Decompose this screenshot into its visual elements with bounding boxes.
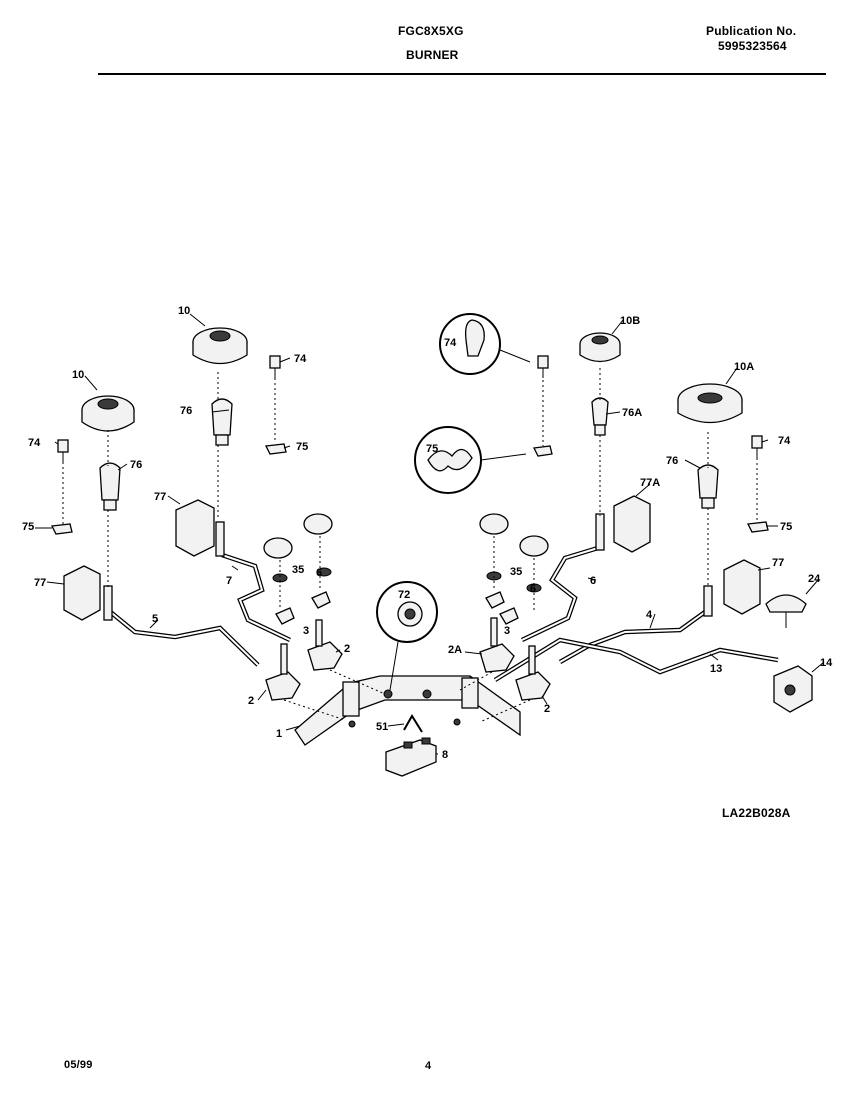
- callout-24: 24: [808, 573, 821, 585]
- callout-2-left-lower: 2: [248, 695, 254, 707]
- assembly-lines: [62, 368, 758, 723]
- callout-75-right: 75: [780, 521, 792, 533]
- detail-circle-74: [439, 313, 531, 375]
- callout-74-detail: 74: [444, 337, 457, 349]
- bracket-77-right: [703, 559, 761, 617]
- electrode-74-center: [537, 355, 549, 378]
- callout-72: 72: [398, 589, 410, 601]
- callout-1: 1: [276, 728, 282, 740]
- knob-3-left: [275, 591, 331, 625]
- callout-6-right-shutter: 6: [530, 583, 536, 595]
- section-title: BURNER: [406, 48, 459, 62]
- callout-6-left-shutter: 6: [316, 567, 322, 579]
- burner-head-10b: [579, 332, 621, 363]
- callout-5: 5: [152, 613, 158, 625]
- callout-35-right: 35: [510, 566, 522, 578]
- valve-2-left-lower: [265, 643, 301, 701]
- callout-35-left: 35: [292, 564, 304, 576]
- union-connector-24: [765, 594, 807, 628]
- callout-51: 51: [376, 721, 388, 733]
- burner-head-10-left: [81, 395, 135, 432]
- orifice-holder-76a: [591, 397, 609, 436]
- valve-2-right: [515, 645, 551, 701]
- footer-page: 4: [425, 1060, 432, 1072]
- valve-2-left-upper: [307, 619, 343, 671]
- gas-tubes: [106, 545, 779, 682]
- callout-74-upper: 74: [294, 353, 307, 365]
- pressure-regulator-14: [773, 665, 813, 713]
- callout-3-right: 3: [504, 625, 510, 637]
- drawing-id: LA22B028A: [722, 806, 791, 820]
- callout-74-left: 74: [28, 437, 41, 449]
- electrode-74-upper: [269, 355, 281, 378]
- clip-75-upper: [265, 443, 287, 455]
- footer-date: 05/99: [64, 1059, 93, 1071]
- callout-77a: 77A: [640, 477, 660, 489]
- knob-3-right: [485, 591, 519, 625]
- bracket-77a: [595, 495, 651, 553]
- burner-head-10-upper: [192, 327, 248, 365]
- callout-2a: 2A: [448, 644, 462, 656]
- callout-77-right: 77: [772, 557, 784, 569]
- callout-76a: 76A: [622, 407, 642, 419]
- callout-10-upper: 10: [178, 305, 190, 317]
- air-shutter-right: [479, 513, 549, 593]
- burner-head-10a: [677, 383, 743, 424]
- callout-8: 8: [442, 749, 448, 761]
- callout-10a: 10A: [734, 361, 754, 373]
- spark-module-8: [385, 737, 437, 777]
- air-shutter-left: [263, 513, 333, 583]
- callout-3-left: 3: [303, 625, 309, 637]
- callout-2-right: 2: [544, 703, 550, 715]
- callout-7: 7: [226, 575, 232, 587]
- publication-number: 5995323564: [718, 39, 787, 53]
- detail-circle-75: [414, 426, 527, 494]
- clip-75-center: [533, 445, 553, 457]
- callout-labels: 10 10 10B 10A 74 74 74 74 76 76 76A 76 7…: [22, 305, 833, 761]
- clip-75-left: [51, 523, 73, 535]
- publication-label: Publication No.: [706, 24, 797, 38]
- callout-76-right: 76: [666, 455, 678, 467]
- orifice-holder-76-left: [99, 462, 121, 511]
- orifice-holder-76-right: [697, 464, 719, 509]
- header-rule: [98, 73, 826, 75]
- callout-2-left-upper: 2: [344, 643, 350, 655]
- electrode-74-right: [751, 435, 763, 458]
- callout-10b: 10B: [620, 315, 640, 327]
- callout-74-right: 74: [778, 435, 791, 447]
- callout-13: 13: [710, 663, 722, 675]
- manifold-pipe: [294, 675, 521, 746]
- callout-76-upper: 76: [180, 405, 192, 417]
- callout-76-left: 76: [130, 459, 142, 471]
- leader-lines: [35, 313, 825, 755]
- callout-77-upper: 77: [154, 491, 166, 503]
- callout-4: 4: [646, 609, 653, 621]
- callout-75-detail: 75: [426, 443, 438, 455]
- callout-75-left: 75: [22, 521, 34, 533]
- orifice-holder-76-upper: [211, 398, 233, 446]
- callout-10-left: 10: [72, 369, 84, 381]
- bracket-77-left: [63, 565, 113, 621]
- wire-51: [403, 714, 423, 733]
- bracket-77-upper: [175, 499, 225, 557]
- clip-75-right: [747, 521, 769, 533]
- callout-6-tube: 6: [590, 575, 596, 587]
- model-number: FGC8X5XG: [398, 24, 464, 38]
- callout-14: 14: [820, 657, 833, 669]
- callout-77-left: 77: [34, 577, 46, 589]
- detail-circle-72: [376, 581, 438, 691]
- callout-75-upper: 75: [296, 441, 308, 453]
- electrode-74-left: [57, 439, 69, 462]
- valve-2a: [479, 617, 515, 673]
